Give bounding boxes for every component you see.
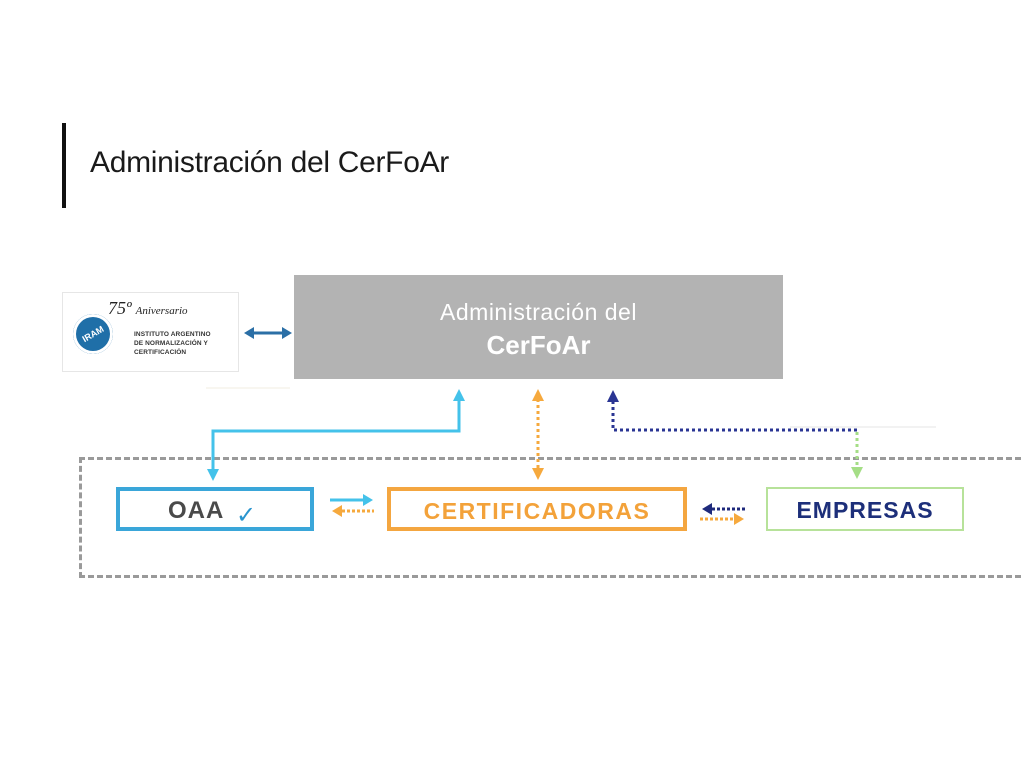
logo-anniversary-number: 75º (108, 298, 132, 318)
logo-anniversary-label: Aniversario (135, 305, 188, 317)
certificadoras-admin-link (532, 389, 544, 480)
entities-dashed-frame (79, 457, 1024, 578)
admin-empresas-link (851, 432, 863, 479)
certificadoras-node: CERTIFICADORAS (387, 487, 687, 531)
logo-line-2: DE NORMALIZACIÓN Y (134, 340, 208, 347)
logo-line-1: INSTITUTO ARGENTINO (134, 331, 211, 338)
logo-admin-link (244, 327, 292, 339)
oaa-node: OAA ✓ (116, 487, 314, 531)
iram-logo: IRAM 75º Aniversario INSTITUTO ARGENTINO… (62, 292, 239, 372)
title-accent-bar (62, 123, 66, 208)
certificadoras-label: CERTIFICADORAS (423, 498, 651, 524)
empresas-certificadoras-link (700, 503, 745, 525)
admin-cerfoar-box: Administración del CerFoAr (294, 275, 783, 379)
admin-box-line2: CerFoAr (486, 330, 591, 360)
empresas-node: EMPRESAS (766, 487, 964, 531)
empresas-admin-link (607, 390, 857, 432)
logo-anniversary: 75º Aniversario (108, 298, 188, 319)
slide-title: Administración del CerFoAr (90, 146, 449, 179)
empresas-label: EMPRESAS (796, 497, 934, 523)
oaa-admin-link (207, 389, 465, 481)
iram-seal-icon: IRAM (73, 314, 113, 354)
oaa-label: OAA (168, 497, 225, 524)
logo-line-3: CERTIFICACIÓN (134, 349, 187, 356)
check-icon: ✓ (236, 502, 257, 529)
oaa-certificadoras-link (330, 494, 374, 517)
admin-box-line1: Administración del (440, 299, 637, 325)
